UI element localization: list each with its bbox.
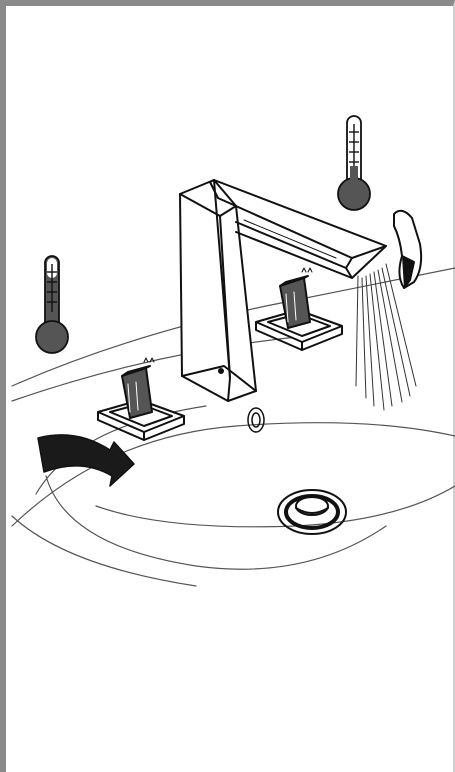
overflow-hole [248, 408, 264, 432]
hand-icon [394, 211, 421, 288]
faucet-diagram [6, 6, 455, 772]
rotation-arrow-icon [38, 435, 134, 486]
thermometer-cold-icon [36, 256, 68, 353]
right-handle [256, 268, 342, 350]
pop-up-drain-icon [278, 490, 346, 534]
left-handle [98, 358, 184, 440]
thermometer-hot-icon [338, 116, 370, 210]
